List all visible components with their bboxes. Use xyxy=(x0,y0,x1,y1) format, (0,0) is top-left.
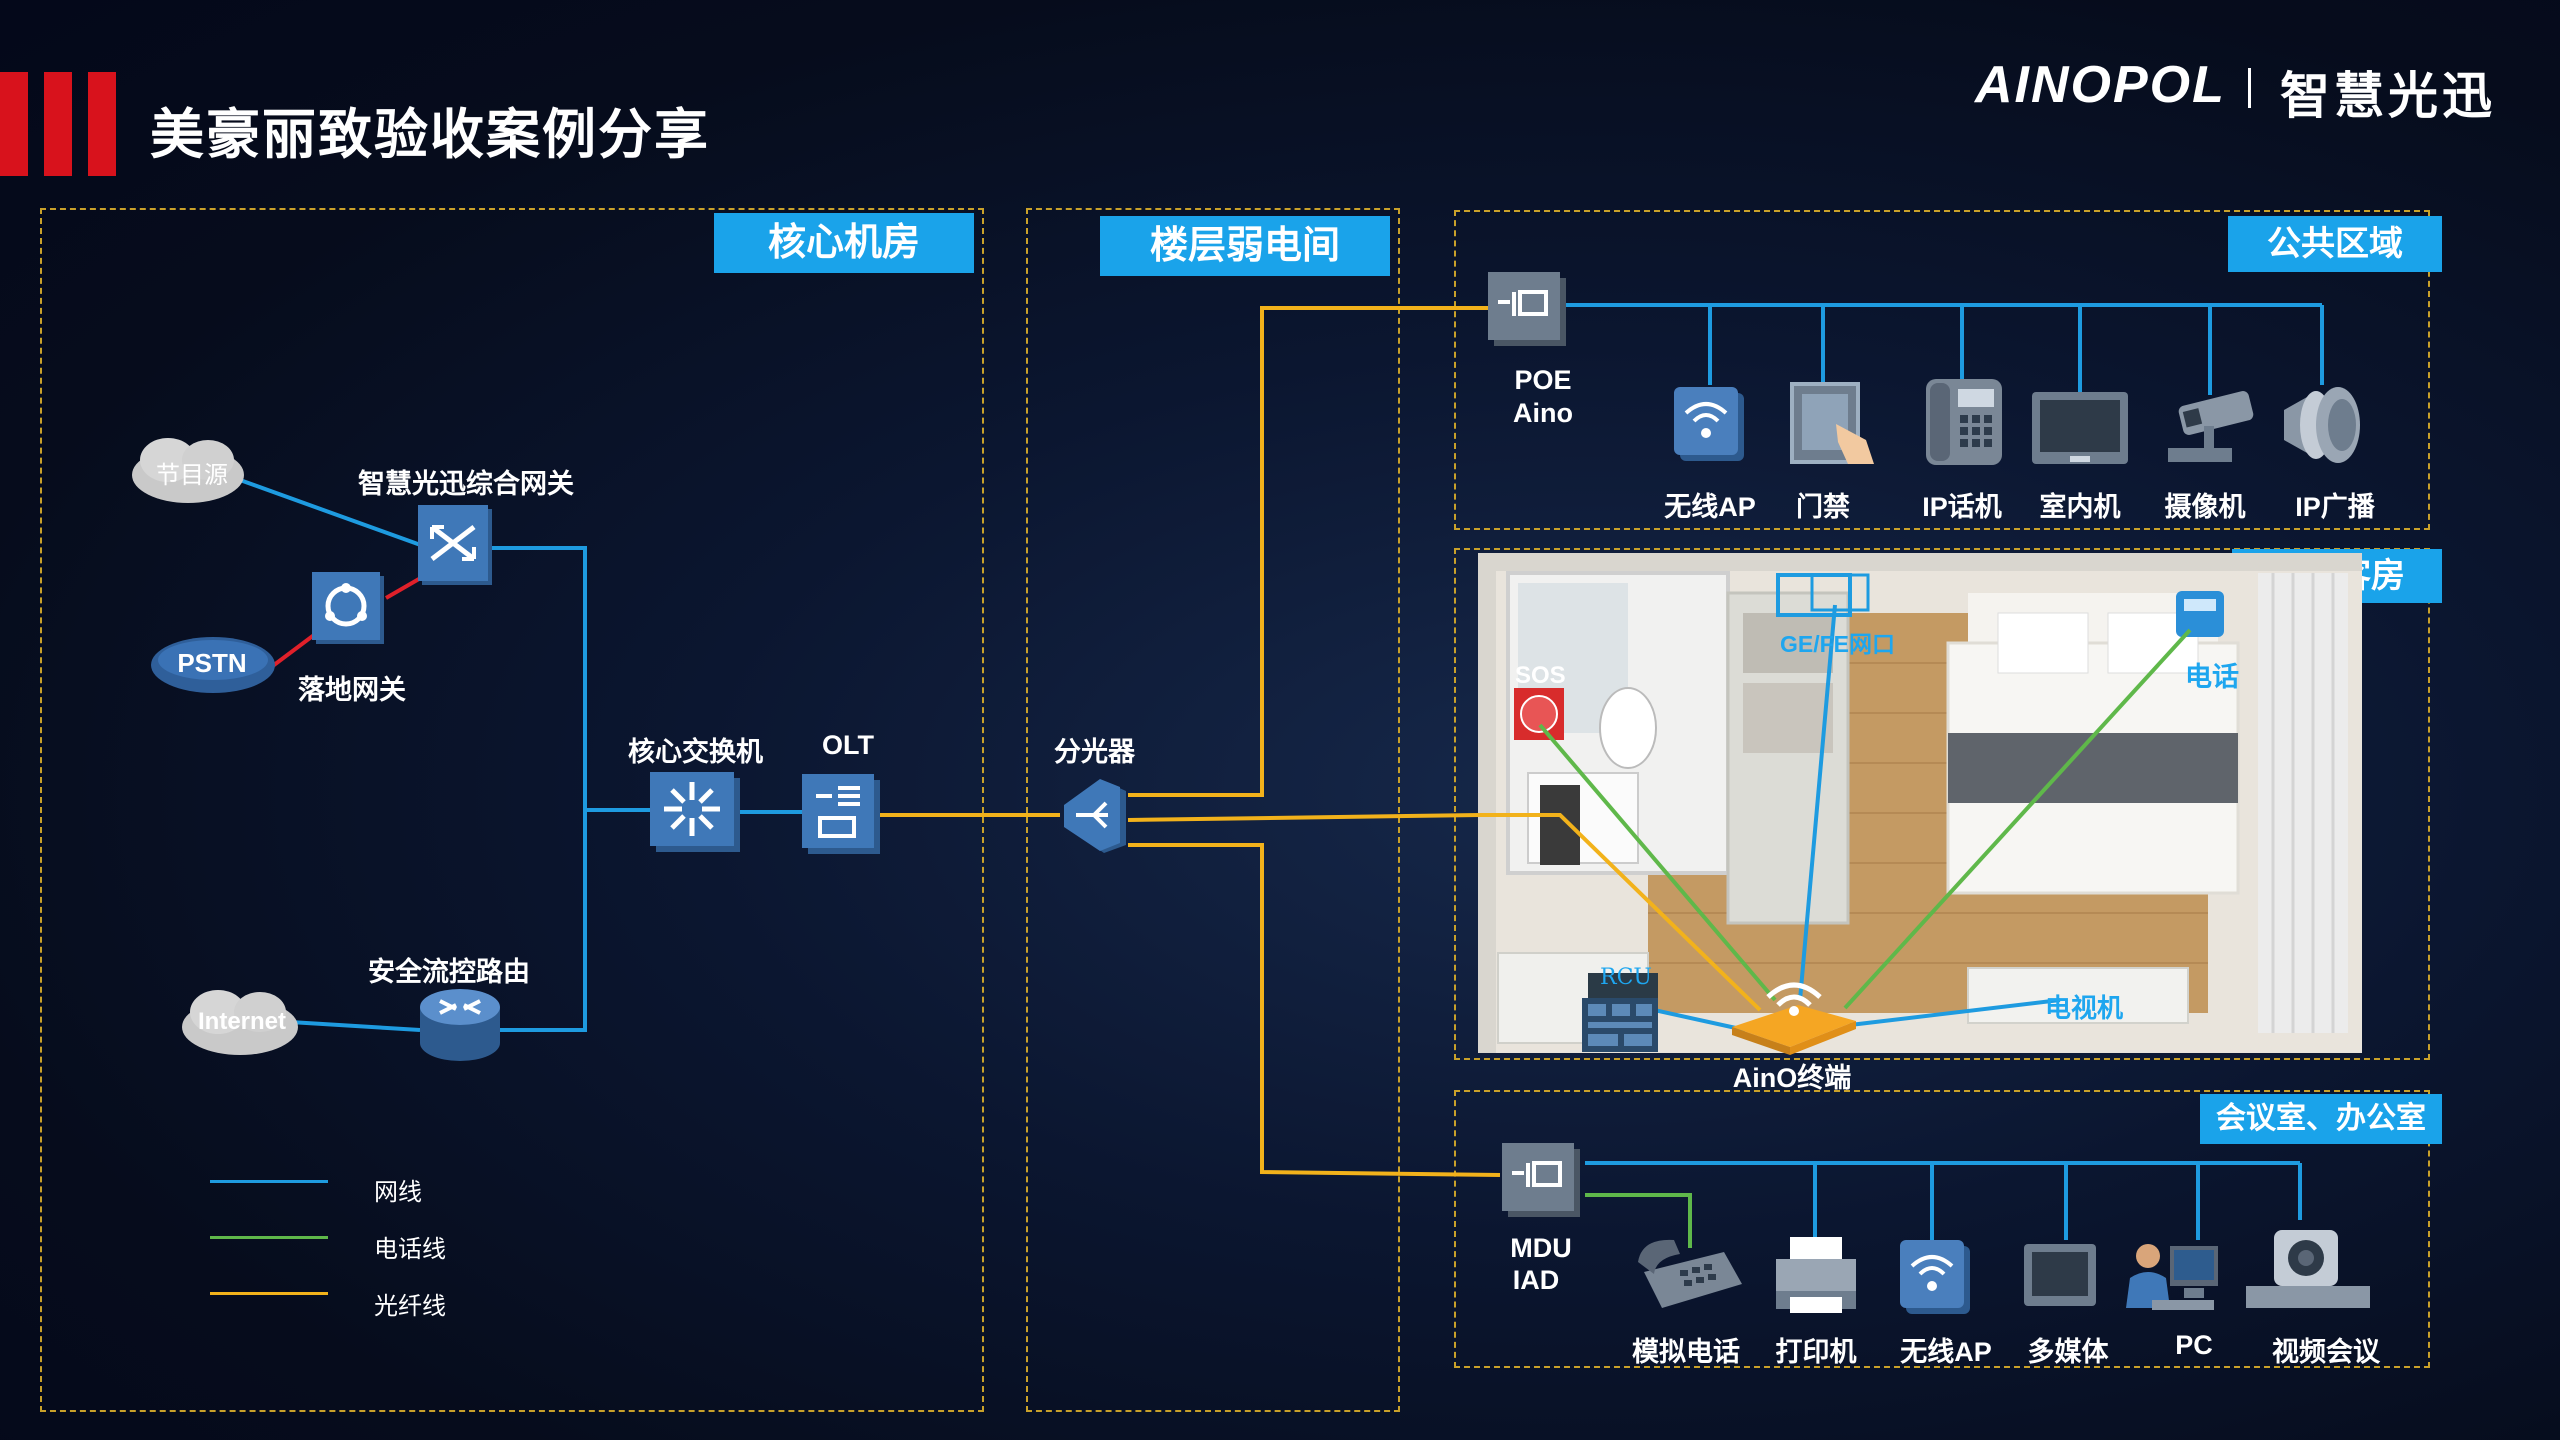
line-room-phone xyxy=(1843,628,2192,1010)
splitter-label: 分光器 xyxy=(1054,737,1135,767)
meeting-device-label-2: 无线AP xyxy=(1900,1337,1992,1367)
title-accent-bar-1 xyxy=(0,72,28,176)
meeting-device-label-5: 视频会议 xyxy=(2272,1337,2380,1367)
olt-label: OLT xyxy=(822,730,874,760)
line-room-sos xyxy=(1538,723,1777,1002)
legend-fiber-line xyxy=(210,1292,328,1295)
poe-label-2: Aino xyxy=(1513,398,1573,428)
meeting-device-label-0: 模拟电话 xyxy=(1632,1337,1740,1367)
line-program-to-gateway xyxy=(239,478,441,554)
camera-icon xyxy=(2160,390,2260,470)
line-room-to-terminal xyxy=(1480,813,1762,1012)
gateway-label: 智慧光迅综合网关 xyxy=(358,469,574,499)
hotel-room-floorplan xyxy=(1478,553,2362,1053)
public-device-label-1: 门禁 xyxy=(1796,492,1850,522)
zone-tag-core: 核心机房 xyxy=(714,213,974,273)
page-title: 美豪丽致验收案例分享 xyxy=(150,105,710,165)
analog-phone-icon xyxy=(1634,1232,1746,1316)
company-logo: AINOPOL xyxy=(1975,56,2226,114)
sos-label: SOS xyxy=(1515,662,1566,689)
line-router-to-core xyxy=(500,810,587,1032)
meeting-device-label-1: 打印机 xyxy=(1775,1337,1857,1367)
indoor-unit-icon xyxy=(2030,390,2130,470)
tv-label: 电视机 xyxy=(2045,993,2124,1023)
ip-broadcast-icon xyxy=(2276,380,2368,470)
rcu-board-icon xyxy=(1582,998,1658,1052)
poe-label-1: POE xyxy=(1514,365,1572,395)
hotel-room-photo xyxy=(1478,553,2362,1053)
legend-network-label: 网线 xyxy=(374,1178,422,1206)
olt-icon xyxy=(802,774,882,856)
meeting-ap-icon xyxy=(1898,1236,1974,1316)
legend-phone-label: 电话线 xyxy=(374,1235,446,1263)
public-device-label-4: 摄像机 xyxy=(2164,492,2246,522)
title-accent-bar-3 xyxy=(88,72,116,176)
internet-cloud xyxy=(178,982,302,1062)
printer-icon xyxy=(1772,1235,1860,1315)
landing-gateway-label: 落地网关 xyxy=(298,675,406,705)
line-splitter-to-mdu xyxy=(1128,843,1501,1177)
landing-gateway-icon xyxy=(312,572,388,648)
pstn-label: PSTN xyxy=(177,648,247,678)
gateway-icon xyxy=(418,505,498,591)
aino-terminal-icon xyxy=(1728,975,1860,1057)
line-room-ge-box xyxy=(1810,573,1870,612)
router-icon xyxy=(418,985,502,1065)
zone-floor-room xyxy=(1026,208,1400,1412)
internet-label: Internet xyxy=(197,1008,287,1035)
line-internet-to-router xyxy=(289,1020,421,1032)
ge-fe-label: GE/FE网口 xyxy=(1780,631,1896,657)
mdu-iad-icon xyxy=(1502,1143,1582,1219)
splitter-icon xyxy=(1060,775,1130,855)
multimedia-icon xyxy=(2020,1240,2104,1314)
public-device-label-3: 室内机 xyxy=(2039,492,2121,522)
pstn-cloud xyxy=(148,632,278,696)
legend-fiber-label: 光纤线 xyxy=(374,1292,446,1320)
logo-separator xyxy=(2248,68,2251,108)
zone-public-area xyxy=(1454,210,2430,530)
wireless-ap-icon xyxy=(1672,383,1748,463)
zone-core-room xyxy=(40,208,984,1412)
core-switch-label: 核心交换机 xyxy=(628,737,763,767)
line-gateway-to-core xyxy=(490,546,600,812)
zone-tag-meeting: 会议室、办公室 xyxy=(2200,1094,2442,1144)
mdu-label-2: IAD xyxy=(1512,1265,1560,1295)
core-switch-icon xyxy=(650,772,742,854)
line-room-rcu xyxy=(1644,1006,1746,1032)
video-conference-icon xyxy=(2238,1226,2374,1316)
ip-phone-icon xyxy=(1922,375,2006,467)
title-accent-bar-2 xyxy=(44,72,72,176)
line-room-tv xyxy=(1849,998,2061,1027)
company-logo-cn: 智慧光迅 xyxy=(2280,66,2496,125)
line-room-gefe xyxy=(1798,604,1837,1001)
program-source-cloud xyxy=(128,430,248,510)
public-device-label-0: 无线AP xyxy=(1664,492,1756,522)
meeting-device-label-4: PC xyxy=(2175,1330,2213,1360)
legend-phone-line xyxy=(210,1236,328,1239)
access-control-icon xyxy=(1788,380,1880,470)
line-pstn-to-landing xyxy=(268,630,320,670)
line-meeting-phone xyxy=(1585,1193,1692,1248)
legend-network-line xyxy=(210,1180,328,1183)
line-splitter-to-poe xyxy=(1128,306,1488,797)
room-phone-label: 电话 xyxy=(2185,662,2239,692)
zone-tag-public: 公共区域 xyxy=(2228,216,2442,272)
aino-terminal-label: AinO终端 xyxy=(1732,1063,1852,1093)
program-source-label: 节目源 xyxy=(156,461,228,489)
zone-hotel-room xyxy=(1454,548,2430,1060)
router-label: 安全流控路由 xyxy=(368,957,530,987)
zone-tag-floor: 楼层弱电间 xyxy=(1100,216,1390,276)
zone-meeting-area xyxy=(1454,1090,2430,1368)
mdu-label-1: MDU xyxy=(1510,1233,1572,1263)
pc-icon xyxy=(2118,1238,2224,1322)
line-splitter-to-room xyxy=(1127,813,1481,822)
poe-switch-icon xyxy=(1488,272,1568,348)
meeting-device-label-3: 多媒体 xyxy=(2027,1337,2109,1367)
public-device-label-2: IP话机 xyxy=(1922,492,2002,522)
public-device-label-5: IP广播 xyxy=(2295,492,2375,522)
rcu-label: RCU xyxy=(1600,965,1652,990)
